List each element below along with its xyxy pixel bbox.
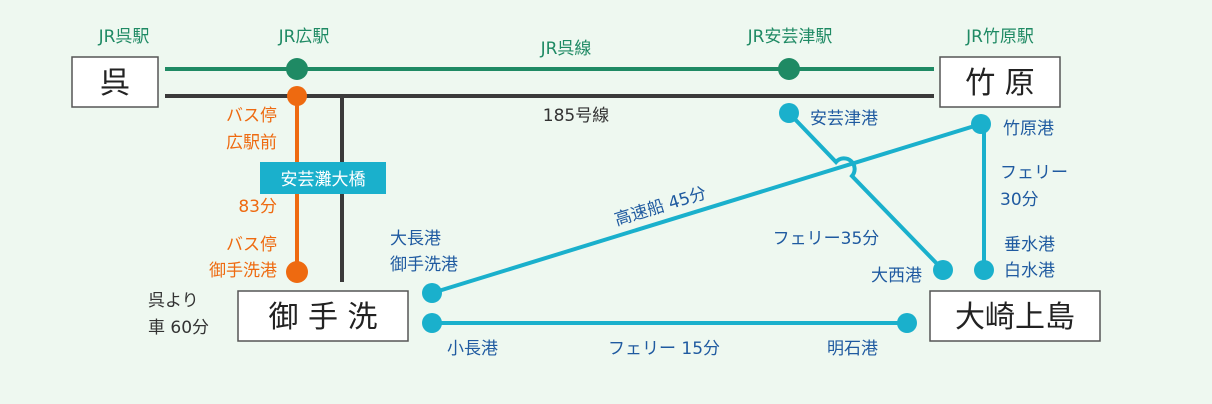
ferry-30-label: フェリー: [1000, 163, 1068, 183]
station-takehara-label: JR竹原駅: [965, 27, 1034, 47]
bus-stop-hiro-line1: バス停: [226, 106, 277, 126]
jr-line-label: JR呉線: [540, 39, 592, 59]
port-ocho-label: 大長港: [390, 229, 441, 249]
bus-stop-hiro-node: [287, 86, 307, 106]
port-akitsu-label: 安芸津港: [810, 109, 878, 129]
port-meiseki-label: 明石港: [827, 339, 878, 359]
place-kure: 呉: [71, 56, 159, 108]
bus-stop-hiro-line2: 広駅前: [226, 133, 277, 153]
place-kure-label: 呉: [100, 66, 130, 101]
port-shiramizu-label: 白水港: [1004, 261, 1055, 281]
port-takehara-node: [971, 114, 991, 134]
station-akitsu-node: [778, 58, 800, 80]
place-takehara: 竹 原: [939, 56, 1061, 108]
port-kocho-label: 小長港: [447, 339, 498, 359]
place-mitarai-label: 御 手 洗: [268, 300, 377, 335]
place-mitarai: 御 手 洗: [237, 290, 409, 342]
bridge-label: 安芸灘大橋: [260, 162, 386, 194]
station-hiro-label: JR広駅: [278, 27, 330, 47]
highspeed-boat-route: [431, 122, 982, 295]
port-meiseki-node: [897, 313, 917, 333]
port-ocho-node: [422, 283, 442, 303]
port-akitsu-node: [779, 103, 799, 123]
bus-stop-mitarai-line1: バス停: [226, 235, 277, 255]
car-time-label: 車 60分: [148, 318, 209, 338]
place-takehara-label: 竹 原: [965, 66, 1035, 101]
ferry-35-label: フェリー35分: [773, 229, 880, 249]
ferry-takehara-taru-route: [981, 122, 986, 270]
port-taru-node: [974, 260, 994, 280]
port-kocho-node: [422, 313, 442, 333]
station-kure-label: JR呉駅: [98, 27, 150, 47]
station-akitsu-label: JR安芸津駅: [747, 27, 833, 47]
ferry-akitsu-onishi-route: [787, 111, 945, 272]
place-osakikamijima: 大崎上島: [929, 290, 1101, 342]
ferry-15-label: フェリー 15分: [608, 339, 720, 359]
place-osakikamijima-label: 大崎上島: [955, 300, 1075, 335]
port-takehara-label: 竹原港: [1003, 119, 1054, 139]
port-onishi-node: [933, 260, 953, 280]
port-taru-label: 垂水港: [1004, 235, 1055, 255]
port-onishi-label: 大西港: [871, 266, 922, 286]
ferry-30-time-label: 30分: [1000, 190, 1039, 210]
car-from-kure-label: 呉より: [148, 291, 199, 311]
bus-stop-mitarai-line2: 御手洗港: [209, 261, 277, 281]
station-hiro-node: [286, 58, 308, 80]
bridge-name: 安芸灘大橋: [281, 170, 366, 190]
bus-time-label: 83分: [238, 197, 277, 217]
bus-stop-mitarai-node: [286, 261, 308, 283]
port-ocho-label-2: 御手洗港: [390, 255, 458, 275]
road-185-label: 185号線: [543, 106, 609, 126]
